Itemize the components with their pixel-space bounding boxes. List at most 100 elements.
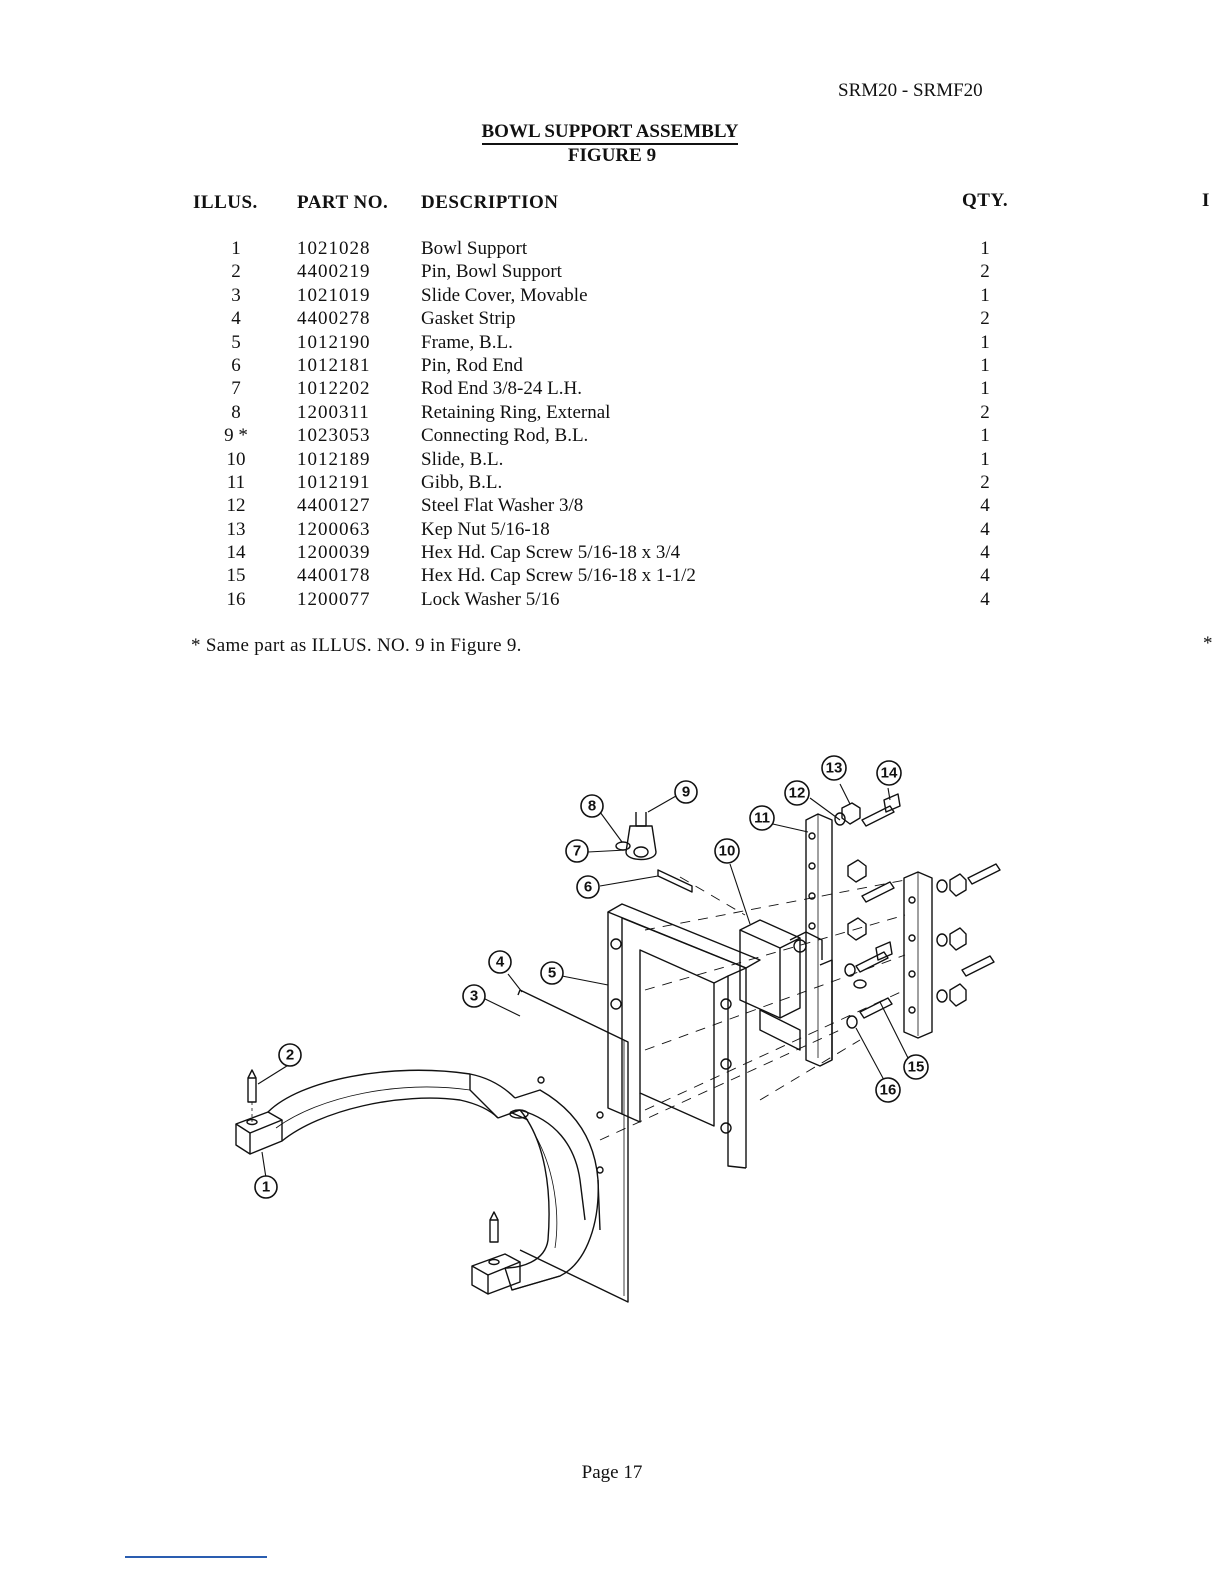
cell-description: Pin, Rod End [421, 354, 523, 376]
cropped-edge-asterisk: * [1203, 633, 1213, 654]
cell-description: Connecting Rod, B.L. [421, 425, 589, 447]
cell-description: Kep Nut 5/16-18 [421, 518, 550, 540]
cell-qty: 1 [980, 284, 990, 306]
cell-part-no: 1200311 [297, 401, 370, 423]
cell-part-no: 4400278 [297, 308, 371, 330]
cell-qty: 1 [980, 425, 990, 447]
cell-qty: 2 [980, 471, 990, 493]
cell-illus: 14 [226, 542, 246, 564]
cell-qty: 1 [980, 331, 990, 353]
cell-qty: 1 [980, 448, 990, 470]
callout-leaders [257, 783, 909, 1179]
cell-part-no: 1200077 [297, 588, 371, 610]
page-title-text: BOWL SUPPORT ASSEMBLY [481, 121, 739, 145]
cell-description: Rod End 3/8-24 L.H. [421, 378, 582, 400]
table-row: 4 4400278 Gasket Strip 2 [0, 307, 1224, 330]
cell-description: Retaining Ring, External [421, 401, 611, 423]
cell-description: Lock Washer 5/16 [421, 588, 560, 610]
column-header-part-no: PART NO. [297, 192, 389, 213]
callout-6: 6 [576, 875, 600, 899]
cell-description: Gibb, B.L. [421, 471, 503, 493]
callout-11: 11 [749, 805, 775, 831]
cell-part-no: 1021019 [297, 284, 371, 306]
cell-illus: 12 [226, 495, 246, 517]
callout-2-label: 2 [286, 1047, 294, 1064]
cell-illus: 4 [231, 308, 241, 330]
cell-illus: 9 * [224, 425, 248, 447]
model-code: SRM20 - SRMF20 [838, 80, 983, 101]
callout-3: 3 [462, 984, 486, 1008]
cell-part-no: 1012191 [297, 471, 371, 493]
callout-10-label: 10 [719, 843, 736, 860]
cell-description: Frame, B.L. [421, 331, 513, 353]
table-row: 16 1200077 Lock Washer 5/16 4 [0, 588, 1224, 611]
callout-16-label: 16 [880, 1082, 897, 1099]
cell-illus: 2 [231, 261, 241, 283]
cell-part-no: 1200063 [297, 518, 371, 540]
callout-9: 9 [674, 780, 698, 804]
cell-part-no: 1012181 [297, 354, 371, 376]
cell-part-no: 1021028 [297, 238, 371, 259]
callout-15: 15 [903, 1054, 929, 1080]
cell-qty: 1 [980, 238, 990, 259]
callout-5: 5 [540, 961, 564, 985]
callout-12: 12 [784, 780, 810, 806]
callout-16: 16 [875, 1077, 901, 1103]
callout-3-label: 3 [470, 988, 478, 1005]
figure-label: FIGURE 9 [567, 145, 657, 166]
column-header-description: DESCRIPTION [421, 192, 559, 213]
cell-qty: 4 [980, 542, 990, 564]
callout-10: 10 [714, 838, 740, 864]
callout-12-label: 12 [789, 785, 806, 802]
page-number: Page 17 [581, 1462, 643, 1483]
cell-description: Hex Hd. Cap Screw 5/16-18 x 1-1/2 [421, 565, 696, 587]
cell-part-no: 1012189 [297, 448, 371, 470]
page-title: BOWL SUPPORT ASSEMBLY [0, 121, 1224, 145]
cell-qty: 4 [980, 565, 990, 587]
callout-13: 13 [821, 755, 847, 781]
callout-4: 4 [488, 950, 512, 974]
cell-qty: 4 [980, 588, 990, 610]
cell-qty: 4 [980, 518, 990, 540]
callout-14: 14 [876, 760, 902, 786]
cell-qty: 1 [980, 354, 990, 376]
cropped-edge-letter: I [1202, 190, 1210, 211]
callout-9-label: 9 [682, 784, 690, 801]
cell-illus: 11 [226, 471, 246, 493]
callout-14-label: 14 [881, 765, 898, 782]
footnote: * Same part as ILLUS. NO. 9 in Figure 9. [191, 635, 522, 656]
cell-part-no: 4400178 [297, 565, 371, 587]
diagram-linework [235, 793, 1001, 1303]
column-header-illus: ILLUS. [193, 192, 258, 213]
cell-illus: 3 [231, 284, 241, 306]
cell-description: Gasket Strip [421, 308, 516, 330]
cell-description: Hex Hd. Cap Screw 5/16-18 x 3/4 [421, 542, 681, 564]
cell-description: Slide, B.L. [421, 448, 504, 470]
cell-qty: 2 [980, 308, 990, 330]
cell-illus: 8 [231, 401, 241, 423]
cell-qty: 1 [980, 378, 990, 400]
cell-illus: 15 [226, 565, 246, 587]
cell-illus: 16 [226, 588, 246, 610]
cell-part-no: 4400219 [297, 261, 371, 283]
table-row: 15 4400178 Hex Hd. Cap Screw 5/16-18 x 1-1… [0, 564, 1224, 587]
callout-2: 2 [278, 1043, 302, 1067]
column-header-qty: QTY. [962, 190, 1009, 211]
cell-description: Pin, Bowl Support [421, 261, 562, 283]
table-row: 11 1012191 Gibb, B.L. 2 [0, 471, 1224, 494]
cell-illus: 10 [226, 448, 246, 470]
callout-1: 1 [254, 1175, 278, 1199]
cell-description: Steel Flat Washer 3/8 [421, 495, 584, 517]
cell-part-no: 1012202 [297, 378, 371, 400]
